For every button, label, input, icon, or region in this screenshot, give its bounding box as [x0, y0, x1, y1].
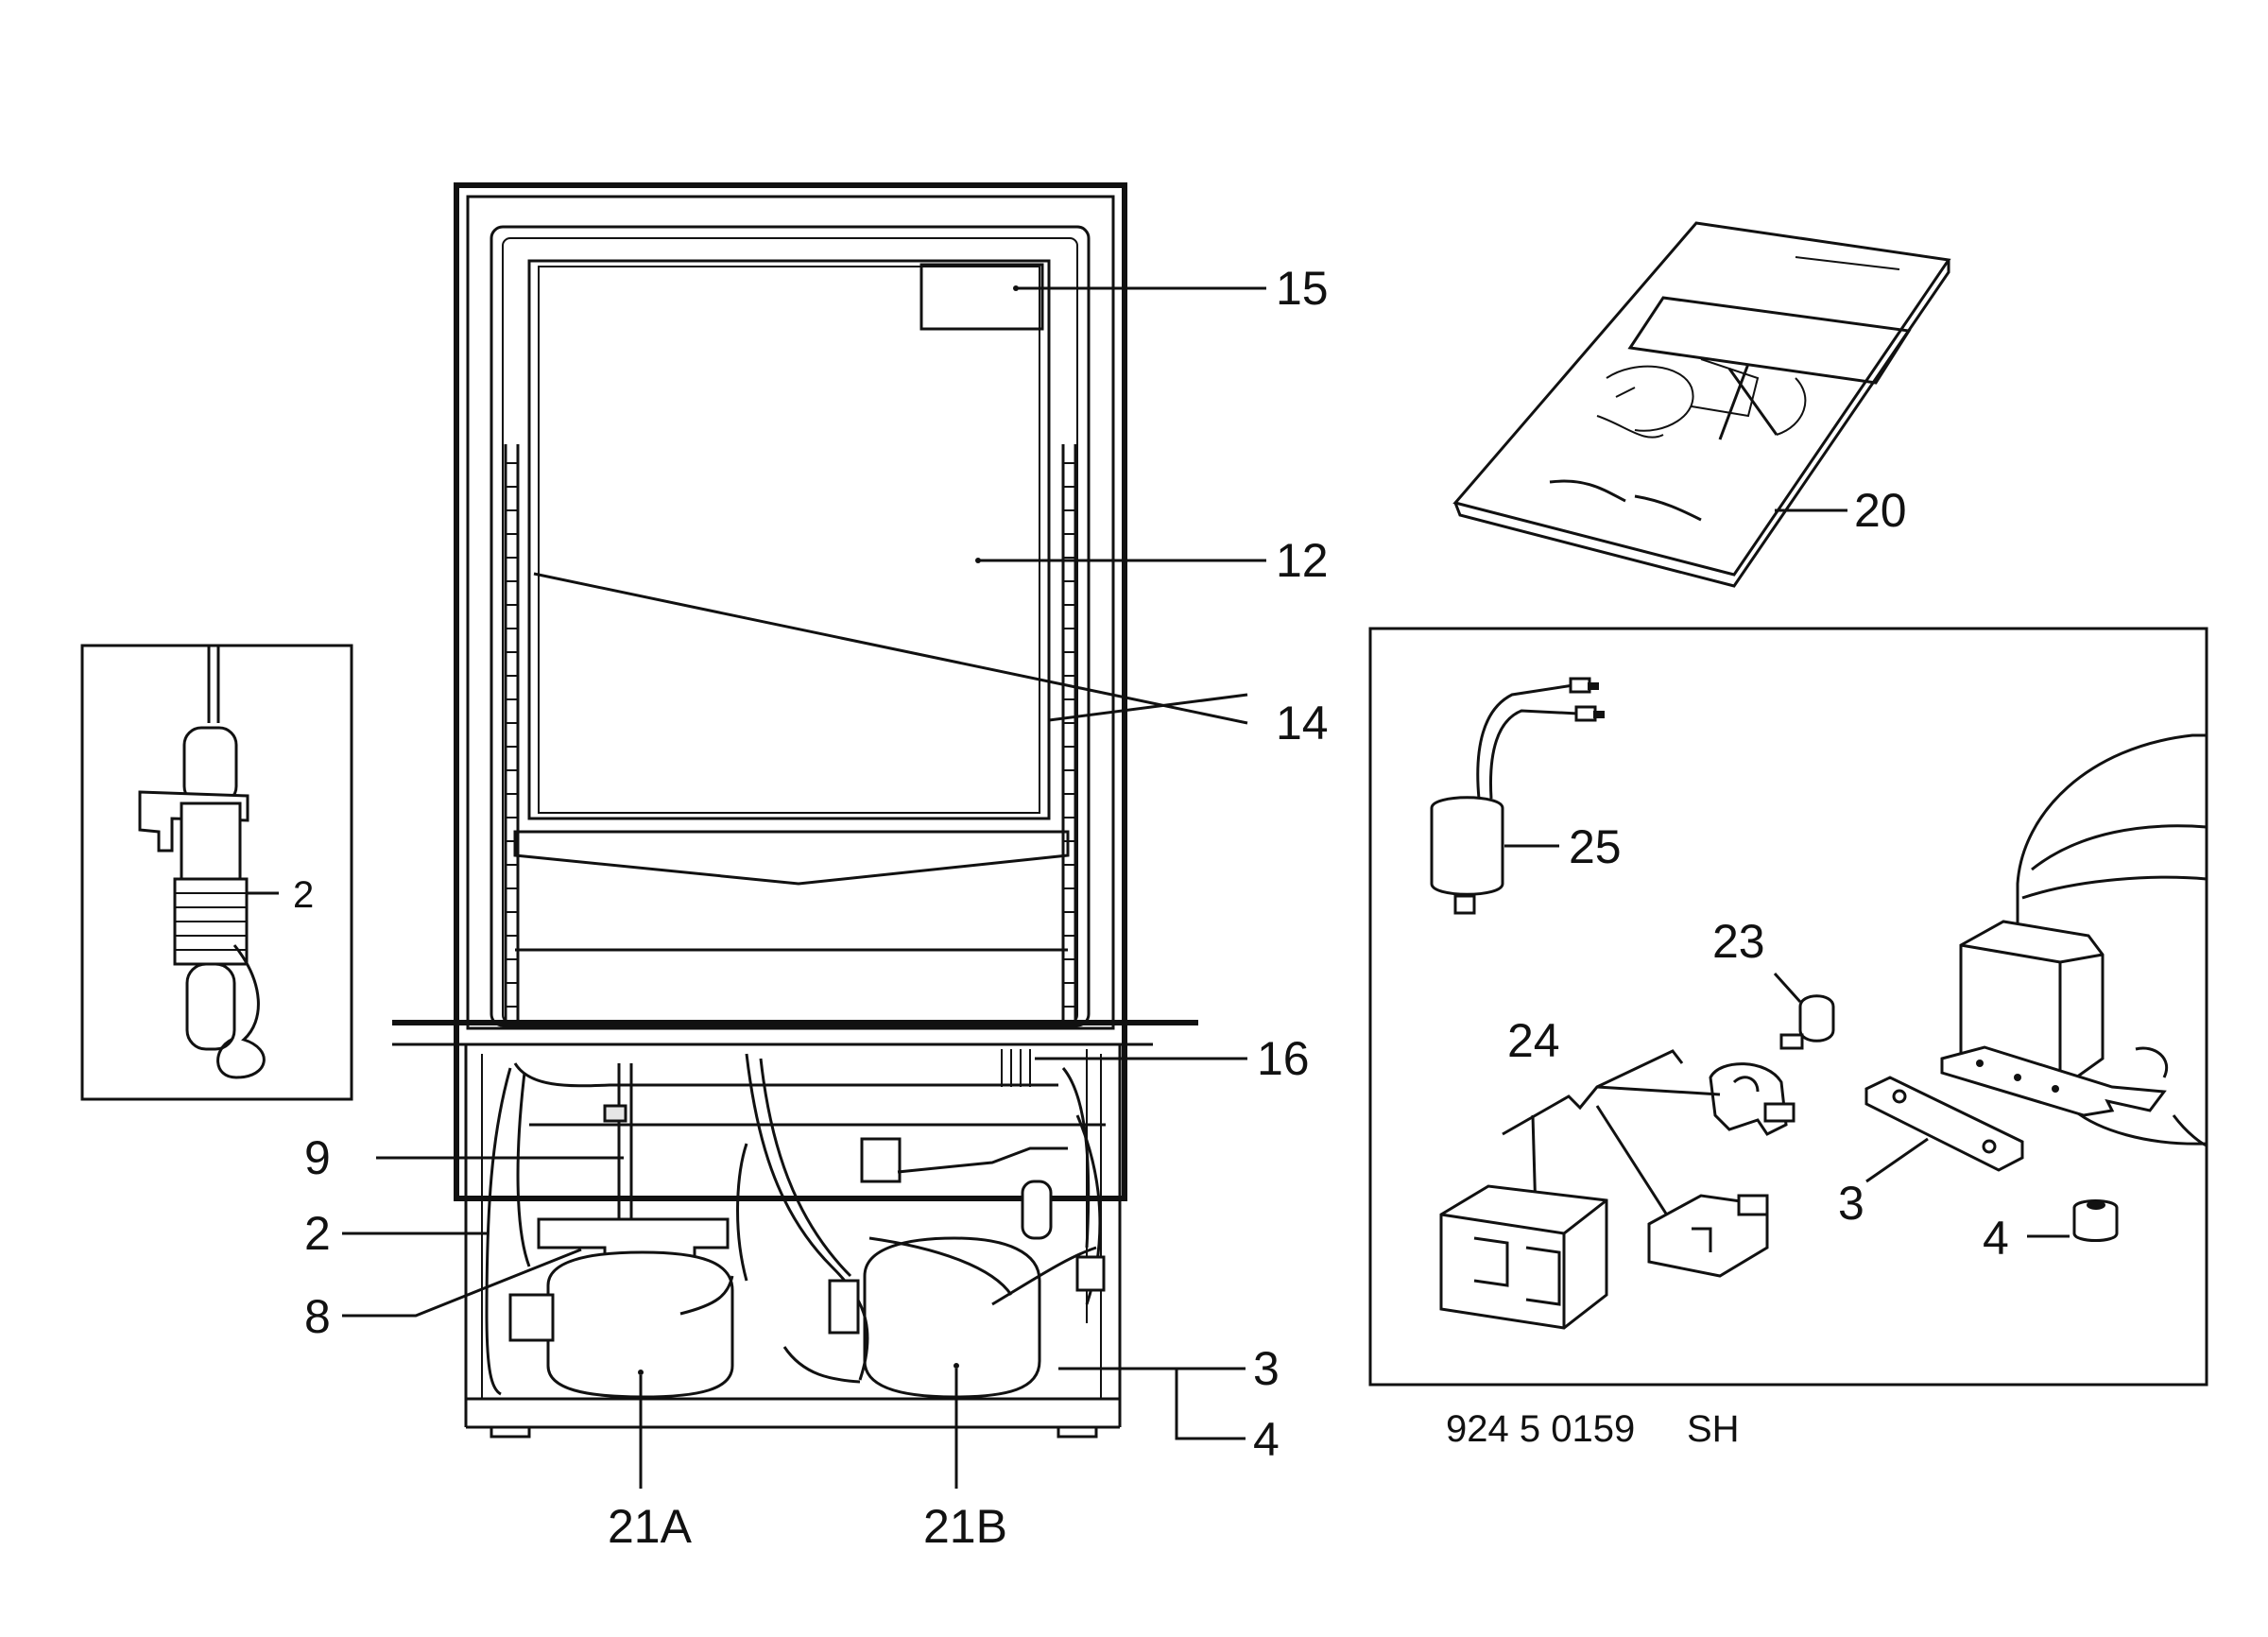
drip-tray — [513, 830, 1070, 886]
callout-2-detail: 2 — [293, 874, 314, 916]
callout-4: 4 — [1253, 1413, 1280, 1466]
mounting-bracket — [1864, 1076, 2024, 1172]
sensor-probe-illustration — [138, 646, 266, 1079]
callout-25: 25 — [1569, 820, 1622, 873]
cabinet-inner-frame — [466, 195, 1115, 1030]
callout-23: 23 — [1712, 915, 1765, 968]
leader-4 — [1175, 1369, 1246, 1440]
manual-booklet: 20 — [1452, 221, 1951, 588]
leader-14b — [1048, 693, 1248, 722]
filter-drier — [1021, 1180, 1053, 1240]
rail-slots — [507, 462, 1074, 1008]
main-callouts: 15 12 14 16 9 2 8 3 4 21A 21B — [304, 262, 1329, 1553]
callout-12: 12 — [1276, 534, 1329, 587]
evaporator-panel — [527, 259, 1051, 820]
callout-21b: 21B — [923, 1500, 1007, 1553]
callout-16: 16 — [1257, 1032, 1310, 1085]
reference-number: 924 5 0159 — [1446, 1408, 1635, 1450]
relay-clip — [1709, 1062, 1796, 1136]
reference-code: 924 5 0159 SH — [1446, 1408, 1740, 1450]
leader-14a — [533, 572, 1248, 725]
left-rail — [504, 444, 520, 1021]
callout-24: 24 — [1507, 1014, 1560, 1067]
thermostat-box — [919, 263, 1044, 331]
detail-box-sensor: 2 — [80, 644, 353, 1101]
leader-24-bracket — [1502, 1049, 1684, 1136]
callout-2: 2 — [304, 1207, 331, 1260]
manual-cover-art — [1549, 358, 1807, 522]
inset-box-electrical: 25 23 24 — [1368, 627, 2208, 1387]
callout-9: 9 — [304, 1131, 331, 1184]
machine-compartment — [464, 1044, 1122, 1439]
callout-14: 14 — [1276, 697, 1329, 750]
callout-21a: 21A — [608, 1500, 693, 1553]
right-rail — [1061, 444, 1077, 1021]
relay-box — [508, 1293, 555, 1342]
callout-8: 8 — [304, 1290, 331, 1343]
leader-inset-3 — [1865, 1137, 1929, 1183]
leader-8 — [342, 1248, 582, 1318]
start-relay-block — [1439, 1184, 1608, 1330]
compressor-21b — [863, 1236, 1041, 1399]
cabinet-outer-frame — [454, 182, 1127, 1201]
leader-23 — [1773, 972, 1802, 1004]
callout-3: 3 — [1253, 1342, 1280, 1395]
start-relay — [828, 1279, 860, 1335]
callout-inset-4: 4 — [1983, 1212, 2009, 1265]
capacitor-illustration — [1430, 677, 1605, 915]
terminal-cover — [1647, 1194, 1769, 1278]
callout-15: 15 — [1276, 262, 1329, 315]
rubber-grommet — [2072, 1199, 2119, 1242]
reference-suffix: SH — [1687, 1408, 1740, 1450]
callout-inset-3: 3 — [1838, 1177, 1864, 1230]
overload-protector — [1779, 994, 1835, 1050]
refrigerator-cabinet — [392, 182, 1198, 1439]
compressor-21a — [546, 1250, 734, 1399]
manual-cover — [1452, 221, 1951, 577]
callout-20: 20 — [1854, 484, 1907, 537]
compressor-illustration — [1940, 733, 2208, 1147]
